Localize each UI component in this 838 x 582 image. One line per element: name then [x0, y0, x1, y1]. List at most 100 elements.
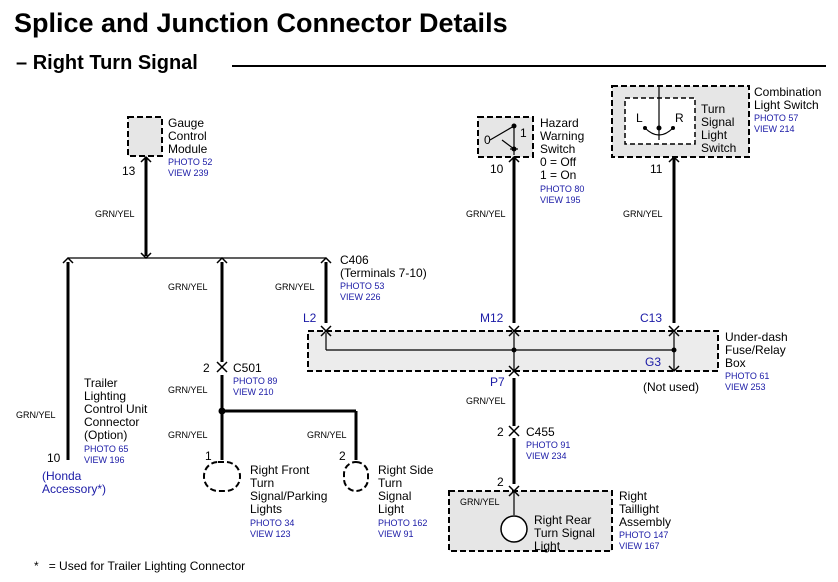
trailer-accessory-1: (Honda [42, 469, 82, 483]
subtitle-text: Right Turn Signal [32, 52, 198, 74]
fusebox-view-ref: VIEW 253 [725, 382, 766, 392]
rs-light-pin: 2 [339, 449, 346, 463]
rs-bulb [343, 461, 369, 492]
c501-label: C501 [233, 361, 262, 375]
c455-pin: 2 [497, 425, 504, 439]
wire-color-label: GRN/YEL [168, 430, 208, 440]
rs-light-label-2: Turn [378, 476, 402, 490]
taillight-photo-ref: PHOTO 147 [619, 530, 668, 540]
fusebox-pin-l2: L2 [303, 311, 317, 325]
wire-color-label: GRN/YEL [307, 430, 347, 440]
rear-bulb-label-3: Light [534, 539, 561, 553]
rf-lights-photo-ref: PHOTO 34 [250, 518, 294, 528]
fusebox-pin-g3: G3 [645, 355, 661, 369]
rf-lights-label-4: Lights [250, 502, 282, 516]
turn-switch-left-label: L [636, 111, 643, 125]
rs-light-label-3: Signal [378, 489, 411, 503]
gauge-control-module-box [127, 116, 163, 157]
hazard-label-1: Hazard [540, 116, 579, 130]
fusebox-pin-m12: M12 [480, 311, 504, 325]
turn-switch-contact-dot [643, 126, 647, 130]
wire-color-label: GRN/YEL [466, 396, 506, 406]
taillight-label-3: Assembly [619, 515, 671, 529]
fusebox-photo-ref: PHOTO 61 [725, 371, 769, 381]
subtitle-rule [232, 65, 826, 67]
wire-color-label: GRN/YEL [275, 282, 315, 292]
fusebox-label-1: Under-dash [725, 330, 788, 344]
trailer-label-4: Connector [84, 415, 139, 429]
c406-view-ref: VIEW 226 [340, 292, 381, 302]
section-subtitle: – Right Turn Signal [16, 52, 198, 74]
turn-switch-contact-dot [671, 126, 675, 130]
rs-light-view-ref: VIEW 91 [378, 529, 414, 539]
c406-label-1: C406 [340, 253, 369, 267]
turn-signal-switch-inner-box [624, 97, 696, 145]
c455-photo-ref: PHOTO 91 [526, 440, 570, 450]
rf-lights-view-ref: VIEW 123 [250, 529, 291, 539]
wire-color-label: GRN/YEL [168, 385, 208, 395]
combo-label-1: Combination [754, 85, 821, 99]
c501-photo-ref: PHOTO 89 [233, 376, 277, 386]
gauge-label-1: Gauge [168, 116, 204, 130]
hazard-contact-dot [511, 146, 517, 152]
c455-view-ref: VIEW 234 [526, 451, 567, 461]
footnote: * = Used for Trailer Lighting Connector [34, 559, 245, 573]
rf-lights-pin: 1 [205, 449, 212, 463]
rf-lights-label-3: Signal/Parking [250, 489, 327, 503]
junction-dot [511, 347, 517, 353]
connector-chevrons [62, 155, 680, 497]
wire-color-label: GRN/YEL [16, 410, 56, 420]
rear-turn-bulb [500, 515, 528, 543]
rs-light-label-1: Right Side [378, 463, 434, 477]
hazard-switch-pos-on: 1 [520, 126, 527, 140]
hazard-switch-pos-off: 0 [484, 133, 491, 147]
hazard-label-5: 1 = On [540, 168, 576, 182]
turn-signal-switch-symbol [644, 87, 674, 140]
gauge-pin: 13 [122, 164, 136, 178]
combo-label-2: Light Switch [754, 98, 819, 112]
gauge-label-3: Module [168, 142, 208, 156]
hazard-label-2: Warning [540, 129, 584, 143]
wires [66, 157, 676, 515]
c406-label-2: (Terminals 7-10) [340, 266, 427, 280]
fusebox-pin-p7: P7 [490, 375, 505, 389]
gauge-photo-ref: PHOTO 52 [168, 157, 212, 167]
trailer-label-3: Control Unit [84, 402, 148, 416]
rf-bulb [203, 461, 241, 492]
trailer-label-2: Lighting [84, 389, 126, 403]
turn-switch-label-1: Turn [701, 102, 725, 116]
turn-switch-label-3: Light [701, 128, 728, 142]
trailer-accessory-2: Accessory*) [42, 482, 106, 496]
footnote-star: * [34, 559, 39, 573]
wire-color-label: GRN/YEL [466, 209, 506, 219]
combo-photo-ref: PHOTO 57 [754, 113, 798, 123]
rf-lights-label-2: Turn [250, 476, 274, 490]
rs-light-label-4: Light [378, 502, 405, 516]
taillight-label-2: Taillight [619, 502, 660, 516]
hazard-contact-dot [511, 123, 517, 129]
fusebox-pin-c13: C13 [640, 311, 662, 325]
taillight-view-ref: VIEW 167 [619, 541, 660, 551]
rear-bulb-label-2: Turn Signal [534, 526, 595, 540]
trailer-photo-ref: PHOTO 65 [84, 444, 128, 454]
fusebox-not-used: (Not used) [643, 380, 699, 394]
c455-label: C455 [526, 425, 555, 439]
hazard-photo-ref: PHOTO 80 [540, 184, 584, 194]
trailer-pin: 10 [47, 451, 61, 465]
combo-view-ref: VIEW 214 [754, 124, 795, 134]
rear-bulb-label-1: Right Rear [534, 513, 591, 527]
page-title: Splice and Junction Connector Details [14, 8, 508, 38]
combo-pin: 11 [650, 162, 663, 176]
turn-switch-right-label: R [675, 111, 684, 125]
hazard-label-3: Switch [540, 142, 575, 156]
wire-color-label: GRN/YEL [95, 209, 135, 219]
c501-view-ref: VIEW 210 [233, 387, 274, 397]
wire-color-label: GRN/YEL [168, 282, 208, 292]
turn-switch-label-2: Signal [701, 115, 734, 129]
junction-dot [671, 347, 677, 353]
hazard-label-4: 0 = Off [540, 155, 577, 169]
c501-pin: 2 [203, 361, 210, 375]
splice-dot [218, 407, 226, 415]
fusebox-label-3: Box [725, 356, 746, 370]
